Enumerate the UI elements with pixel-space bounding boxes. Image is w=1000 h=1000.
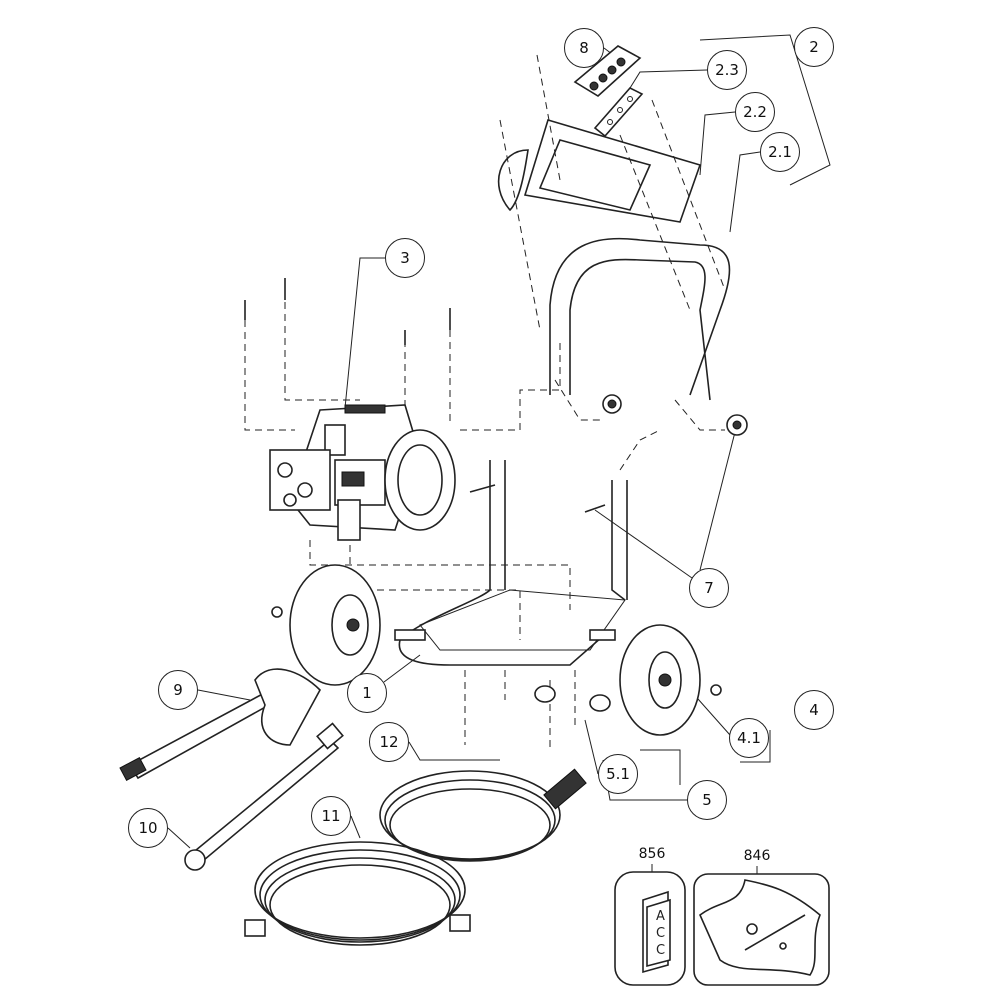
part-1-frame xyxy=(394,460,628,666)
kit-846-box xyxy=(693,866,830,986)
callout-10: 10 xyxy=(128,808,168,848)
callout-9: 9 xyxy=(158,670,198,710)
callout-2-3: 2.3 xyxy=(707,50,747,90)
wheels xyxy=(271,564,722,736)
callout-4: 4 xyxy=(794,690,834,730)
callout-12: 12 xyxy=(369,722,409,762)
callout-7: 7 xyxy=(689,568,729,608)
handle-knobs xyxy=(602,394,748,436)
part-2-1-handle xyxy=(549,237,731,401)
acc-letter-c2: C xyxy=(656,943,665,958)
part-2-3-bracket xyxy=(593,87,644,138)
acc-letter-a: A xyxy=(656,909,665,924)
acc-letter-c1: C xyxy=(656,926,665,941)
callout-5-1: 5.1 xyxy=(598,754,638,794)
callout-1: 1 xyxy=(347,673,387,713)
assembly-dashed-lines xyxy=(244,54,726,750)
callout-2-1: 2.1 xyxy=(760,132,800,172)
callout-11: 11 xyxy=(311,796,351,836)
kit-856-box: A C C xyxy=(614,864,686,986)
part-3-pump xyxy=(269,404,456,541)
part-8-plugs xyxy=(573,45,642,97)
part-2-2-panel xyxy=(497,119,702,223)
leader-lines xyxy=(167,34,831,849)
callout-4-1: 4.1 xyxy=(729,718,769,758)
part-12-hose xyxy=(379,768,587,862)
part-5-feet xyxy=(534,685,611,712)
part-11-hose xyxy=(244,841,471,946)
callout-8: 8 xyxy=(564,28,604,68)
bolts xyxy=(244,278,606,513)
part-9-gun xyxy=(119,668,321,782)
callout-5: 5 xyxy=(687,780,727,820)
kit-846-label: 846 xyxy=(743,848,771,864)
part-10-wand xyxy=(184,722,344,871)
callout-2: 2 xyxy=(794,27,834,67)
callout-3: 3 xyxy=(385,238,425,278)
kit-856-label: 856 xyxy=(638,846,666,862)
callout-2-2: 2.2 xyxy=(735,92,775,132)
